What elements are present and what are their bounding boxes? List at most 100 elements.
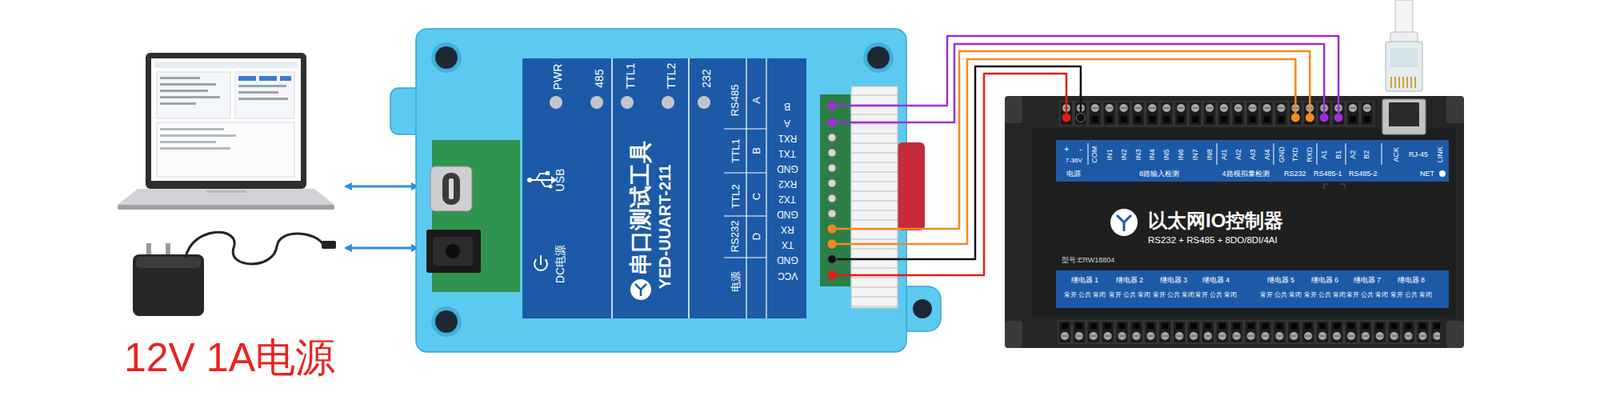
serial-tool-housing: [527, 177, 532, 183]
serial-tool-housing: [548, 184, 553, 189]
relay-terminal-label: 常开: [1152, 291, 1166, 299]
wire-stub: [832, 228, 908, 231]
wire: [908, 73, 1067, 276]
device-subtitle: RS232 + RS485 + 8DO/8DI/4AI: [1148, 235, 1278, 246]
serial-tool-housing: [828, 101, 836, 110]
ethernet-cable: [1395, 0, 1413, 37]
terminal-label: A1: [1320, 150, 1328, 160]
serial-tool-housing: [828, 194, 836, 203]
serial-tool-housing: [430, 166, 472, 212]
serial-tool-housing: [545, 171, 550, 176]
terminal-label: IN8: [1205, 148, 1214, 160]
wire: [908, 44, 1324, 123]
relay-terminal-label: 常闭: [1288, 291, 1302, 299]
serial-tool-housing: [765, 58, 767, 319]
wire-stub: [828, 118, 837, 128]
serial-tool-housing: [445, 244, 460, 259]
serial-tool-housing: [688, 58, 690, 319]
terminal-label: TXD: [1291, 147, 1300, 162]
serial-tool-housing: [431, 42, 462, 73]
serial-tool-housing: [611, 58, 613, 319]
wire-stub: [832, 243, 908, 246]
power-adapter: [132, 232, 336, 316]
link-arrow: [345, 186, 418, 248]
power-supply-label: 12V 1A电源: [124, 335, 336, 382]
terminal-label: -: [1079, 144, 1083, 155]
io-controller-body: [1316, 143, 1318, 165]
serial-tool-housing: [620, 96, 634, 109]
wire: [908, 51, 1310, 229]
port-label: DC电源: [553, 244, 567, 284]
relay-terminal-label: 常开: [1346, 291, 1360, 299]
relay-terminal-label: 公共: [1167, 291, 1180, 299]
relay-terminal-label: 公共: [1209, 291, 1223, 299]
wire-stub: [1062, 113, 1072, 123]
group-label: 4路模拟量检测: [1222, 169, 1270, 178]
io-controller-body: [1056, 270, 1449, 308]
led-label: PWR: [551, 64, 564, 91]
interface-header: RS485: [729, 84, 742, 116]
relay-label: 继电器 6: [1311, 276, 1340, 284]
io-controller-body: [1216, 143, 1218, 165]
ethernet-cable: [1390, 48, 1418, 68]
terminal-label: GND: [1276, 146, 1285, 163]
pin-label: RX: [780, 223, 795, 235]
terminal-label: AI1: [1219, 148, 1228, 160]
port-label: ACK: [1392, 147, 1400, 163]
relay-terminal-label: 公共: [1318, 291, 1332, 299]
led-label: TTL2: [664, 63, 678, 90]
serial-tool-housing: [912, 299, 932, 319]
serial-tool-housing: [828, 271, 836, 280]
terminal-label: IN6: [1176, 148, 1185, 160]
io-controller-body: [1057, 320, 1440, 344]
laptop: [160, 83, 216, 86]
serial-tool-housing: [590, 96, 604, 109]
wire-stub: [828, 94, 1344, 280]
wire-stub: [832, 121, 908, 124]
wire-stub: [1076, 113, 1085, 123]
voltage-label: 7-36V: [1065, 156, 1083, 164]
group-label: 8路输入检测: [1139, 169, 1180, 178]
laptop: [160, 102, 196, 105]
pin-label: TX2: [778, 192, 796, 204]
pin-label: GND: [776, 253, 799, 265]
serial-tool-housing: [863, 42, 894, 73]
laptop: [151, 58, 301, 181]
power-adapter: [136, 256, 201, 268]
io-controller-body: [1004, 96, 1464, 348]
terminal-label: COM: [1091, 146, 1100, 164]
pin-label: VCC: [777, 269, 798, 281]
terminal-label: RXD: [1305, 147, 1314, 163]
wire-stub: [828, 101, 837, 111]
serial-tool-housing: [431, 306, 462, 337]
io-controller-body: [1004, 96, 1023, 124]
relay-label: 继电器 2: [1116, 276, 1144, 284]
pin-label: GND: [776, 208, 799, 220]
serial-tool-housing: [897, 142, 925, 231]
group-label: 电源: [1066, 169, 1081, 178]
serial-tool-housing: [549, 96, 563, 109]
wire-stub: [828, 271, 837, 280]
serial-tool-housing: [828, 179, 836, 188]
pin-label: A: [784, 116, 791, 128]
terminal-label: AI3: [1248, 148, 1256, 160]
laptop: [160, 134, 236, 137]
link-arrow: [345, 185, 418, 188]
laptop: [160, 128, 224, 131]
group-letter: A: [750, 96, 763, 104]
wire: [908, 36, 1339, 106]
io-controller-body: [1004, 96, 1464, 348]
laptop: [145, 52, 307, 189]
laptop: [238, 91, 279, 94]
pin-label: B: [784, 100, 791, 112]
serial-tool-housing: [724, 172, 767, 173]
group-label: RS485-2: [1348, 169, 1378, 178]
port-label: RJ-45: [1408, 150, 1428, 159]
laptop: [160, 76, 200, 80]
group-label: NET: [1420, 169, 1435, 178]
ethernet-cable: [1402, 76, 1404, 88]
serial-tool-housing: [635, 284, 647, 296]
terminal-label: IN2: [1119, 148, 1128, 160]
io-controller-body: [1273, 143, 1275, 165]
model-name: YED-UUART-211: [656, 164, 675, 289]
